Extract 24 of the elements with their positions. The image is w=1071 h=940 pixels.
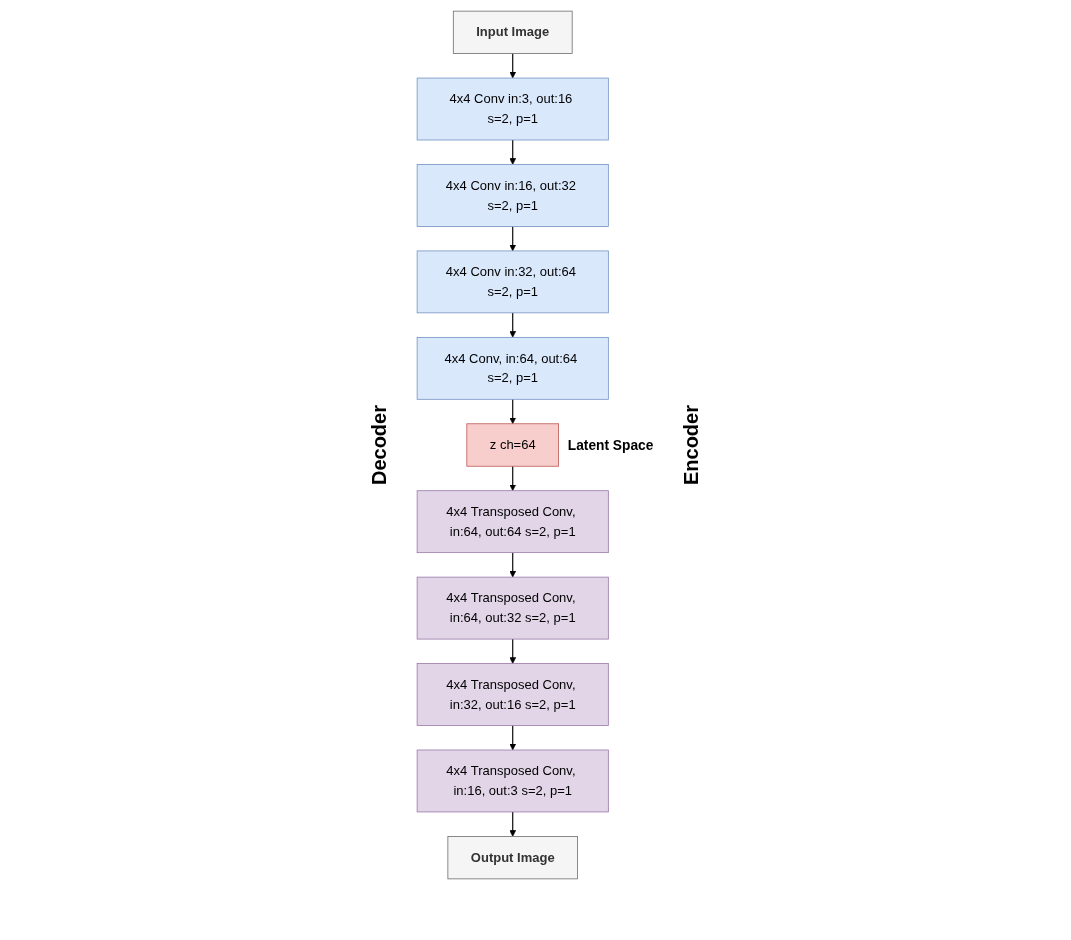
node-box: 4x4 Conv in:32, out:64 s=2, p=1 (416, 250, 609, 314)
node-box: Output Image (447, 836, 578, 880)
arrow (509, 312, 517, 338)
node-box: 4x4 Transposed Conv, in:64, out:32 s=2, p=1 (416, 576, 609, 640)
arrow (509, 225, 517, 252)
node-box: 4x4 Conv, in:64, out:64 s=2, p=1 (416, 336, 609, 400)
node-box: 4x4 Conv in:16, out:32 s=2, p=1 (416, 164, 609, 227)
node-box: 4x4 Transposed Conv, in:32, out:16 s=2, p=1 (416, 663, 609, 726)
node-caption: Latent Space (567, 437, 654, 453)
arrow (509, 724, 517, 751)
arrow (509, 53, 517, 79)
node-box: 4x4 Transposed Conv, in:16, out:3 s=2, p=1 (416, 749, 609, 813)
group-label: Decoder (368, 405, 392, 485)
arrow (509, 465, 517, 491)
node-box: z ch=64 (466, 423, 560, 467)
node-box: 4x4 Transposed Conv, in:64, out:64 s=2, p=1 (416, 490, 609, 554)
group-label: Encoder (679, 405, 703, 485)
arrow (509, 398, 517, 425)
arrow (509, 139, 517, 165)
arrow (509, 552, 517, 578)
arrow (509, 638, 517, 664)
node-box: 4x4 Conv in:3, out:16 s=2, p=1 (416, 77, 609, 141)
arrow (509, 811, 517, 837)
node-box: Input Image (453, 10, 573, 54)
